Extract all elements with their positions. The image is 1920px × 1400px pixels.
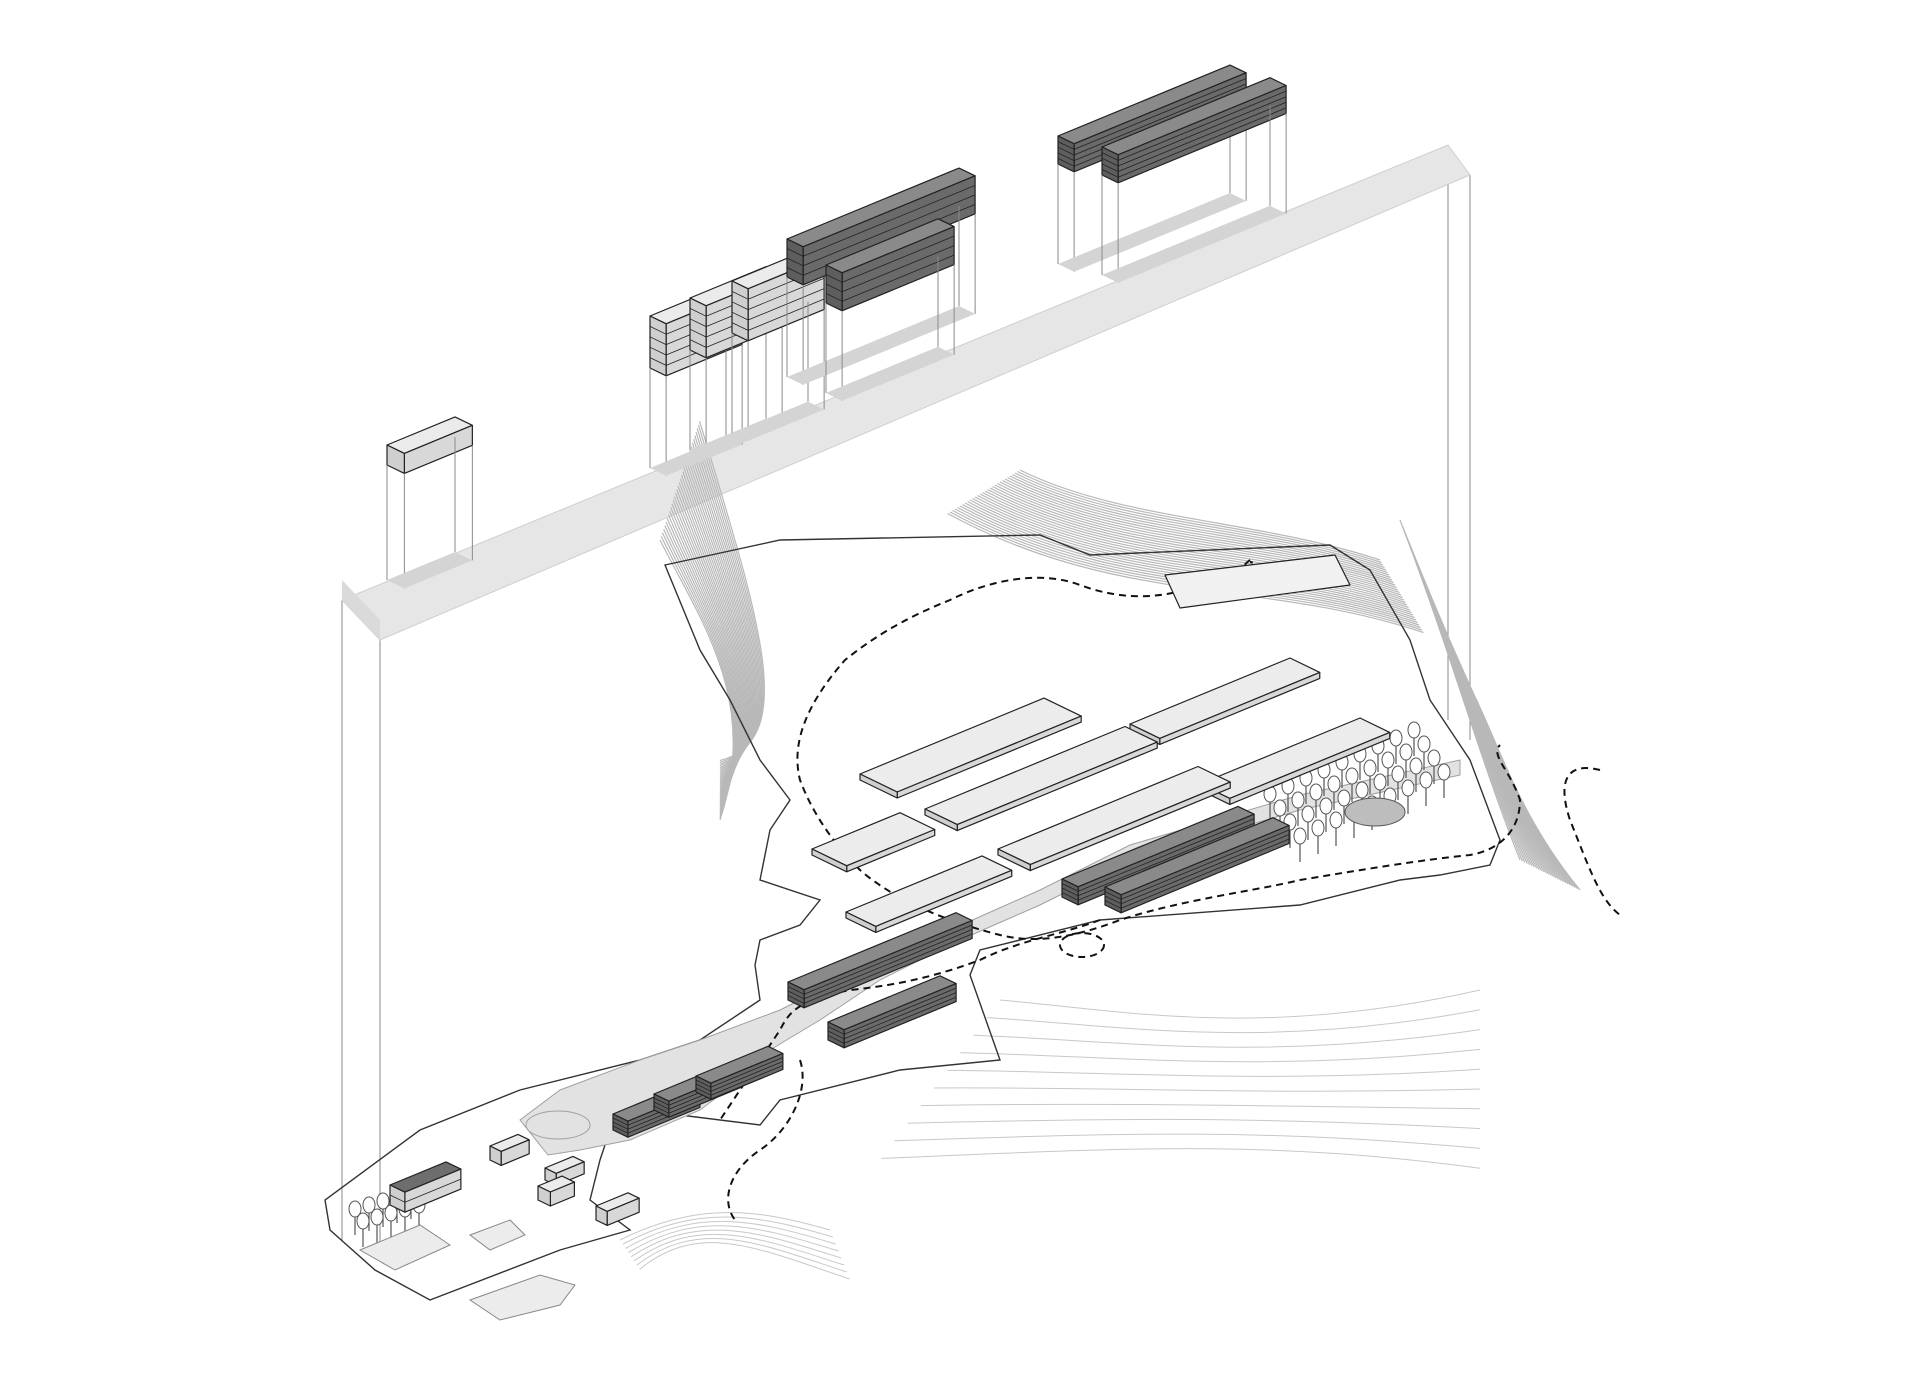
tree-icon [356,1212,370,1247]
tree-icon [1417,735,1431,770]
tree-icon [1319,797,1333,832]
contour-south [881,1148,1481,1169]
plot-west-2 [845,855,1013,934]
site-boundary [324,534,1501,1301]
footprint-shadow [1058,193,1247,272]
floating-existing-building [386,416,473,474]
existing-building-west-1 [389,1161,462,1213]
contour-southwest [622,1216,833,1245]
contour-south [907,1118,1481,1130]
contour-north [969,499,1411,611]
tree-icon [1309,783,1323,818]
pond [1344,797,1406,827]
tree-icon [1291,791,1305,826]
contour-south [947,1068,1481,1077]
contour-north [1012,473,1385,569]
tree-icon [1409,757,1423,792]
floating-plane [341,144,1471,641]
tree-icon [384,1204,398,1239]
tree-icon [1427,749,1441,784]
footprint-shadow [387,551,473,589]
existing-building-west-2 [489,1133,530,1167]
tree-icon [1373,773,1387,808]
plot-middle-2 [1199,717,1391,806]
existing-building-west-5 [595,1192,640,1227]
garden-area [468,1274,576,1321]
contour-lines [619,421,1581,1280]
contour-southwest [619,1212,831,1241]
contour-east [1459,669,1581,891]
footprint-shadow [787,306,976,385]
contour-south [920,1103,1481,1110]
contour-southwest [625,1220,836,1249]
existing-building-west-4 [537,1175,576,1207]
planned-building-center-1 [787,912,973,1009]
contour-north [967,500,1412,614]
contour-west [699,421,765,762]
tree-icon [348,1200,362,1235]
tree-icon [1301,805,1315,840]
contour-southwest [630,1229,842,1259]
plane-support-lines [341,145,1471,1260]
tree-icon [1327,775,1341,810]
plane-surface [341,144,1471,641]
plot-west-1 [811,812,936,873]
tree-icon [1399,743,1413,778]
plane-edge [342,580,380,640]
walking-trail [796,564,1522,940]
contour-southwest [639,1242,850,1280]
parking-area [358,1224,452,1271]
tree-icon [1263,785,1277,820]
tree-icon [1419,771,1433,806]
contour-north [972,497,1409,609]
tree-icon [1363,759,1377,794]
tree-icon [1391,765,1405,800]
tree-icon [1311,819,1325,854]
floating-building-center-2 [825,218,955,312]
footprint-shadow [826,346,955,401]
footprint-shadow [1102,205,1287,283]
roundabout [525,1110,591,1140]
contour-north [964,502,1414,616]
tree-icon [1337,789,1351,824]
contour-south [933,1087,1481,1092]
parking-area-2 [468,1219,526,1251]
walking-trail-southwest [727,1059,804,1221]
footprint-shadow [732,401,825,441]
planned-building-sw-3 [695,1045,784,1100]
tree-icon [1401,779,1415,814]
plot-north-2 [1129,657,1321,746]
contour-southwest [628,1225,839,1254]
tree-icon [1345,767,1359,802]
contour-south [999,989,1481,1019]
planned-building-east-2 [1104,817,1290,914]
planned-building-center-2 [827,975,957,1049]
contour-south [986,1009,1481,1034]
contour-southwest [633,1233,845,1266]
tree-icon [1437,763,1451,798]
tree-icon [1293,827,1307,862]
contour-southwest [636,1238,847,1273]
site-buildings [389,657,1391,1227]
tree-icon [1381,751,1395,786]
plot-middle-1 [924,725,1158,832]
contour-north [974,496,1408,606]
extruded-buildings [386,64,1287,589]
plot-middle-3 [997,765,1231,872]
contour-north [1014,472,1384,566]
contour-south [973,1029,1481,1048]
contour-south [960,1048,1481,1063]
sports-field [1164,554,1351,609]
contour-south [894,1133,1481,1149]
tree-icon [370,1208,384,1243]
site-plan [324,421,1621,1321]
small-loop [1059,932,1105,958]
tree-icon [362,1196,376,1231]
tree-icon [1329,811,1343,846]
contour-north [1017,470,1382,564]
plot-north-1 [859,697,1082,799]
walking-trail-east [1563,767,1621,916]
tree-icon [1407,721,1421,756]
